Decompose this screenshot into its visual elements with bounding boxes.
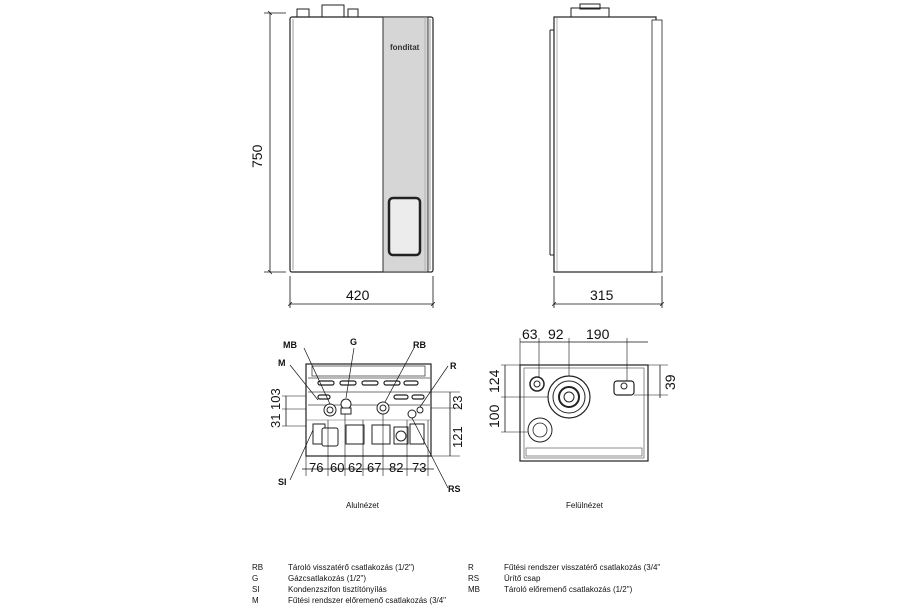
bottom-h-dim-2: 60 [330,460,344,475]
legend-text: Ürítő csap [504,574,541,583]
top-v-dim-39: 39 [662,374,678,390]
top-v-dim-100: 100 [486,404,502,428]
legend-text: Tároló előremenő csatlakozás (1/2") [504,585,633,594]
bottom-h-dim-5: 82 [389,460,403,475]
bottom-h-dim-4: 67 [367,460,381,475]
legend-code: RB [252,563,264,572]
label-R-bottom: R [450,361,457,371]
bottom-h-dim-3: 62 [348,460,362,475]
top-view: 63 92 190 124 100 39 Felülnézet [486,326,678,510]
top-view-caption: Felülnézet [566,501,604,510]
flue-outlet [547,375,591,419]
side-view: 315 [549,3,665,308]
bottom-h-dim-1: 76 [309,460,323,475]
top-h-dim-92: 92 [548,326,564,342]
legend-right: R Fűtési rendszer visszatérő csatlakozás… [468,562,660,595]
legend-item: M Fűtési rendszer előremenő csatlakozás … [252,595,446,606]
legend-text: Fűtési rendszer visszatérő csatlakozás (… [504,563,661,572]
legend-item: RS Ürítő csap [468,573,660,584]
bottom-v-dim-121: 121 [450,426,465,448]
top-h-dim-63: 63 [522,326,538,342]
top-h-dim-190: 190 [586,326,610,342]
legend-left: RB Tároló visszatérő csatlakozás (1/2") … [252,562,446,606]
brand-logo: fonditat [390,43,420,52]
label-G-bottom: G [350,337,357,347]
depth-dimension: 315 [590,287,614,303]
legend-item: SI Kondenzszifon tisztítónyílás [252,584,446,595]
bottom-v-dim-23: 23 [450,396,465,410]
legend-code: M [252,596,259,605]
label-RS-bottom: RS [448,484,461,494]
legend-item: G Gázcsatlakozás (1/2") [252,573,446,584]
front-view: fonditat 750 420 [249,4,436,308]
bottom-view-caption: Alulnézet [346,501,380,510]
legend-text: Tároló visszatérő csatlakozás (1/2") [288,563,415,572]
label-MB-bottom: MB [283,340,297,350]
legend-text: Gázcsatlakozás (1/2") [288,574,366,583]
height-dimension: 750 [249,144,265,168]
legend-code: G [252,574,259,583]
legend-code: RS [468,574,480,583]
legend-item: MB Tároló előremenő csatlakozás (1/2") [468,584,660,595]
legend-item: RB Tároló visszatérő csatlakozás (1/2") [252,562,446,573]
side-body [553,16,657,273]
legend-code: MB [468,585,480,594]
legend-item: R Fűtési rendszer visszatérő csatlakozás… [468,562,660,573]
width-dimension: 420 [346,287,370,303]
label-RB-bottom: RB [413,340,426,350]
bottom-view: 76 60 62 67 82 73 103 31 23 121 MB G R [268,337,465,510]
legend-code: SI [252,585,260,594]
bottom-v-dim-31: 31 [268,414,283,428]
bottom-v-dim-103: 103 [268,388,283,410]
label-SI-bottom: SI [278,477,287,487]
top-v-dim-124: 124 [486,369,502,393]
technical-drawing: fonditat 750 420 315 [249,3,678,510]
legend-code: R [468,563,474,572]
legend-text: Kondenzszifon tisztítónyílás [288,585,387,594]
display-window [387,196,422,257]
bottom-h-dim-6: 73 [412,460,426,475]
legend-text: Fűtési rendszer előremenő csatlakozás (3… [288,596,447,605]
label-M-bottom: M [278,358,286,368]
